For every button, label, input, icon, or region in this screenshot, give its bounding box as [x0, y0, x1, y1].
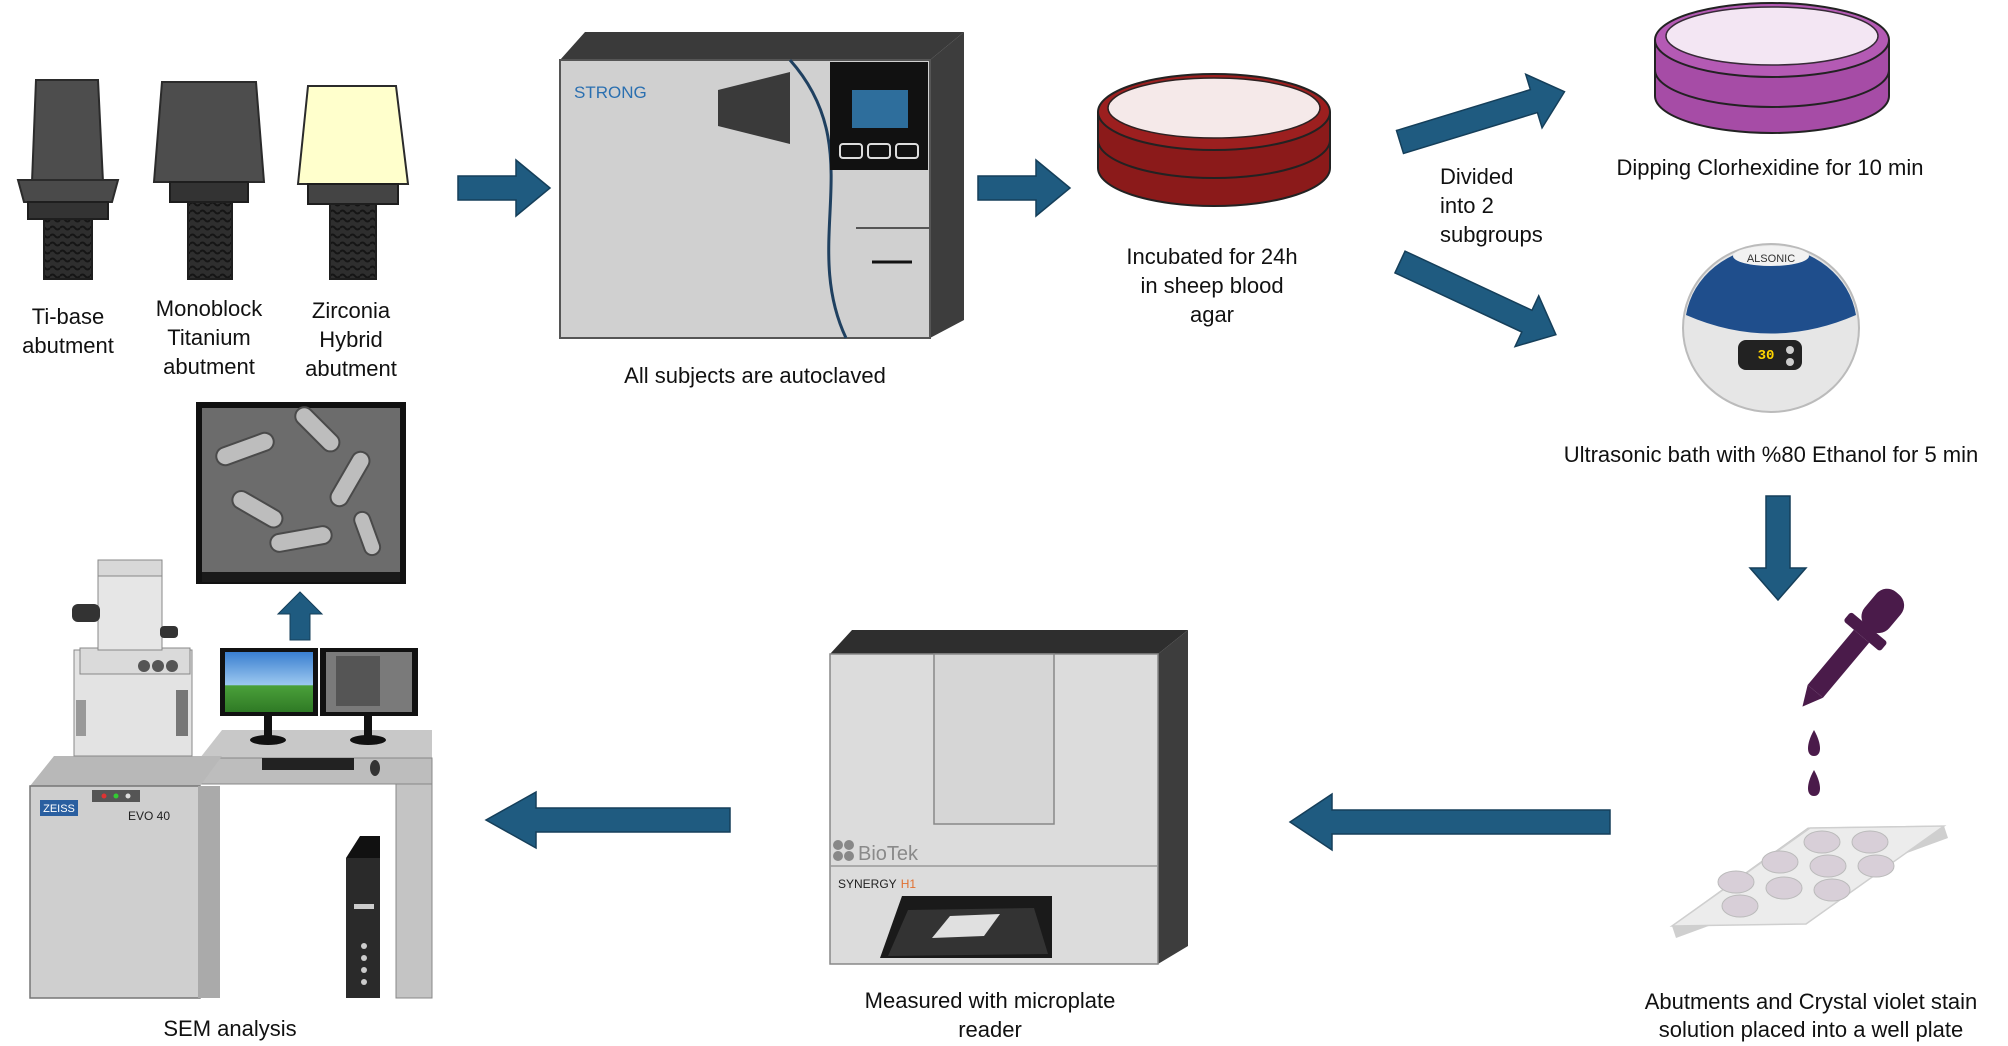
arrow-ultrasonic-to-dropper	[1748, 495, 1808, 602]
autoclave: STRONG	[559, 32, 964, 339]
arrow-divided-up	[1395, 72, 1566, 155]
dropper-icon	[1802, 588, 1905, 796]
label-well-plate: Abutments and Crystal violet stain solut…	[1644, 989, 1978, 1042]
label-monoblock-titanium-abutment: Monoblock Titanium abutment	[155, 296, 263, 379]
flow-arrows	[457, 72, 1808, 852]
label-microplate: Measured with microplate reader	[864, 988, 1116, 1042]
arrow-autoclave-to-agar	[977, 158, 1072, 218]
zirconia-hybrid-abutment	[296, 85, 410, 280]
ultrasonic-bath: ALSONIC 30	[1682, 243, 1860, 413]
sonicator-display: 30	[1758, 348, 1775, 364]
label-ultrasonic: Ultrasonic bath with %80 Ethanol for 5 m…	[1563, 442, 1979, 467]
well-plate	[1669, 825, 1948, 938]
label-dipping: Dipping Clorhexidine for 10 min	[1616, 155, 1924, 180]
autoclave-brand: STRONG	[574, 83, 647, 102]
blood-agar-plate	[1097, 73, 1331, 207]
biotek-logo-icon	[833, 840, 854, 861]
label-incubated: Incubated for 24h in sheep blood agar	[1126, 244, 1298, 327]
sem-micrograph-image	[202, 406, 400, 582]
label-ti-base-abutment: Ti-base abutment	[22, 304, 114, 358]
ti-base-abutment	[16, 79, 120, 280]
chlorhexidine-dish	[1654, 2, 1890, 134]
sem-model: EVO 40	[128, 809, 170, 823]
label-zirconia-hybrid-abutment: Zirconia Hybrid abutment	[305, 298, 397, 381]
label-autoclaved: All subjects are autoclaved	[624, 363, 886, 388]
arrow-reader-to-sem	[484, 790, 731, 850]
reader-brand: BioTek	[858, 843, 919, 865]
sem-workstation: ZEISS EVO 40	[29, 402, 433, 999]
arrow-wellplate-to-reader	[1288, 792, 1611, 852]
label-sem-analysis: SEM analysis	[163, 1016, 297, 1041]
sem-brand: ZEISS	[43, 803, 75, 815]
monoblock-titanium-abutment	[152, 81, 266, 280]
arrow-divided-down	[1393, 250, 1557, 348]
sonicator-brand: ALSONIC	[1747, 253, 1795, 265]
label-divided: Divided into 2 subgroups	[1440, 164, 1543, 247]
arrow-abutments-to-autoclave	[457, 158, 552, 218]
